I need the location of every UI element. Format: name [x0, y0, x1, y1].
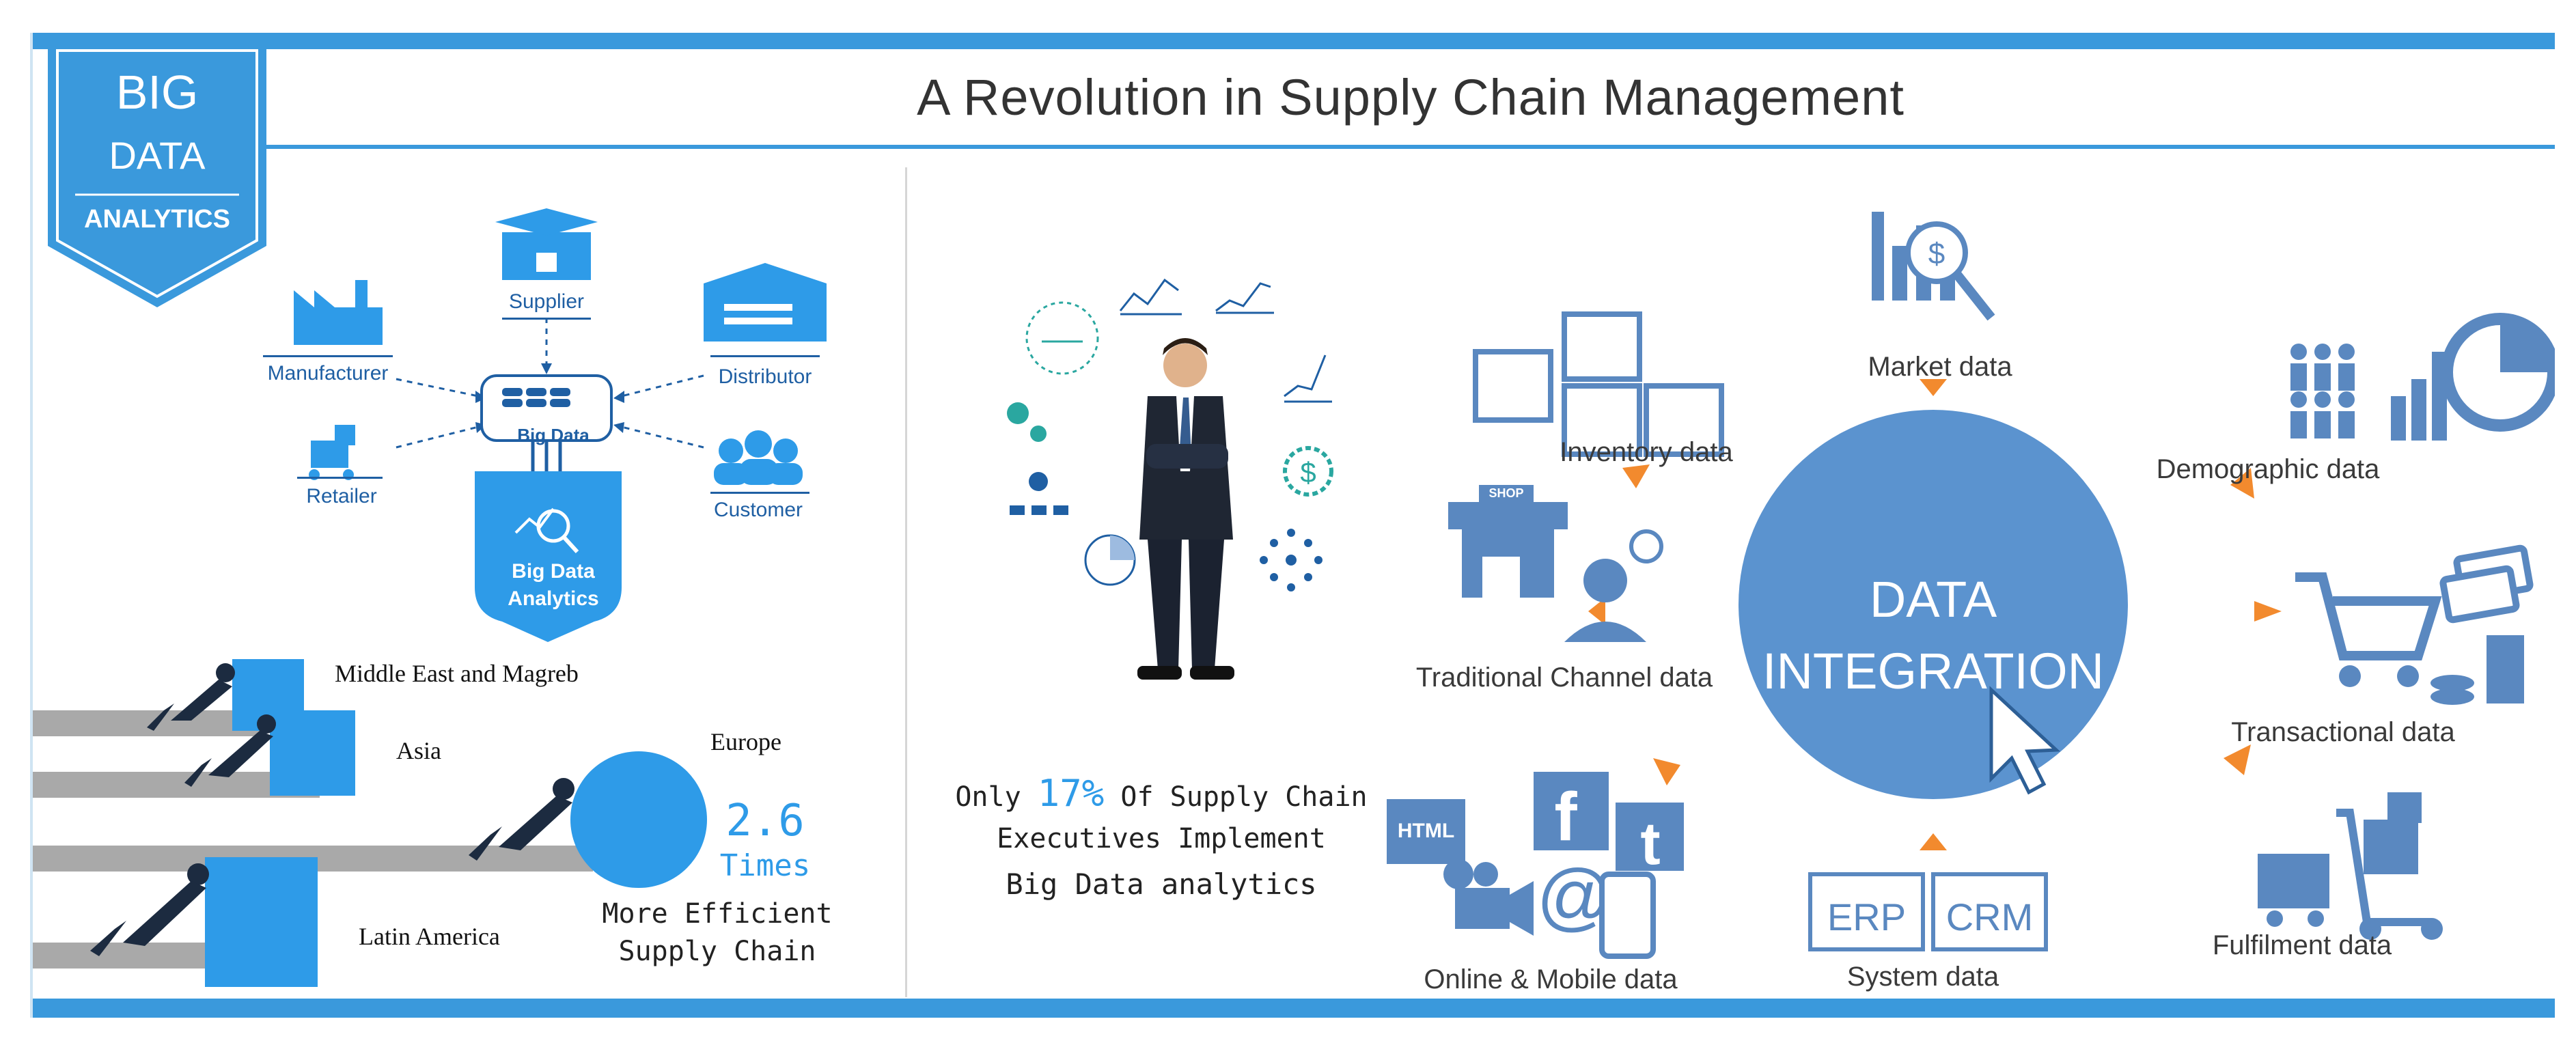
node-distributor-underline [710, 355, 820, 357]
svg-text:t: t [1640, 809, 1660, 877]
region-asia: Asia [396, 737, 441, 764]
left-edge [30, 33, 33, 1018]
bottom-bar [33, 999, 2555, 1018]
integration-center-line1: DATA [1869, 571, 1997, 628]
hub-center-label: Big Data [517, 425, 590, 445]
section-divider [905, 167, 907, 997]
analytics-label-line2: Analytics [508, 587, 599, 610]
node-manufacturer-label: Manufacturer [267, 362, 389, 385]
executives-percent: 17% [1037, 772, 1105, 815]
source-system: System data [1846, 962, 1999, 992]
analytics-label-line1: Big Data [512, 560, 595, 583]
executive-illustration: $ [1007, 278, 1333, 680]
integration-center-line2: INTEGRATION [1762, 643, 2105, 699]
header-divider [266, 145, 2555, 149]
svg-text:$: $ [1300, 456, 1316, 488]
source-demographic: Demographic data [2156, 454, 2380, 484]
source-transactional: Transactional data [2231, 717, 2455, 747]
svg-text:$: $ [1928, 237, 1945, 270]
node-supplier-label: Supplier [508, 290, 585, 313]
efficiency-unit: Times [719, 848, 811, 883]
page-title: A Revolution in Supply Chain Management [917, 69, 1905, 126]
executives-prefix: Only [955, 781, 1021, 813]
shop-tag: SHOP [1488, 486, 1524, 500]
region-middle-east: Middle East and Magreb [335, 660, 579, 687]
cube-latin-america [205, 857, 318, 987]
source-fulfilment: Fulfilment data [2212, 930, 2392, 960]
node-retailer-underline [297, 477, 383, 479]
node-manufacturer-underline [263, 355, 393, 357]
region-europe: Europe [710, 728, 781, 755]
executives-line2: Executives Implement [997, 823, 1326, 854]
ribbon-line1: BIG [115, 66, 199, 119]
efficiency-line2: Supply Chain [618, 936, 816, 967]
node-distributor-label: Distributor [718, 365, 812, 388]
efficiency-value: 2.6 [725, 796, 805, 846]
big-data-ribbon [48, 41, 266, 307]
data-integration-diagram: $ f t @ [1387, 212, 2555, 959]
source-traditional: Traditional Channel data [1415, 663, 1713, 693]
node-customer-label: Customer [713, 499, 803, 521]
executives-line1: Only 17% Of Supply Chain [943, 772, 1380, 815]
system-tag-crm: CRM [1945, 895, 2034, 938]
source-inventory: Inventory data [1560, 437, 1733, 467]
system-tag-erp: ERP [1827, 895, 1907, 938]
source-online: Online & Mobile data [1424, 964, 1678, 994]
node-customer-underline [710, 492, 809, 494]
node-retailer-label: Retailer [306, 485, 377, 507]
html-tag: HTML [1397, 820, 1455, 842]
sphere-europe [570, 751, 707, 888]
track-middle-east [33, 710, 265, 736]
ribbon-line3: ANALYTICS [84, 205, 230, 234]
top-bar [33, 33, 2555, 49]
cube-asia [270, 710, 355, 796]
efficiency-line1: More Efficient [602, 898, 833, 930]
svg-text:f: f [1554, 779, 1577, 855]
big-data-hub-diagram [294, 208, 827, 642]
pushing-figures [90, 663, 574, 956]
source-market: Market data [1868, 352, 2012, 382]
executives-line3: Big Data analytics [1006, 867, 1317, 901]
node-supplier-underline [502, 318, 591, 320]
executives-suffix: Of Supply Chain [1120, 781, 1368, 813]
ribbon-line2: DATA [109, 134, 206, 177]
region-latin-america: Latin America [359, 923, 500, 950]
